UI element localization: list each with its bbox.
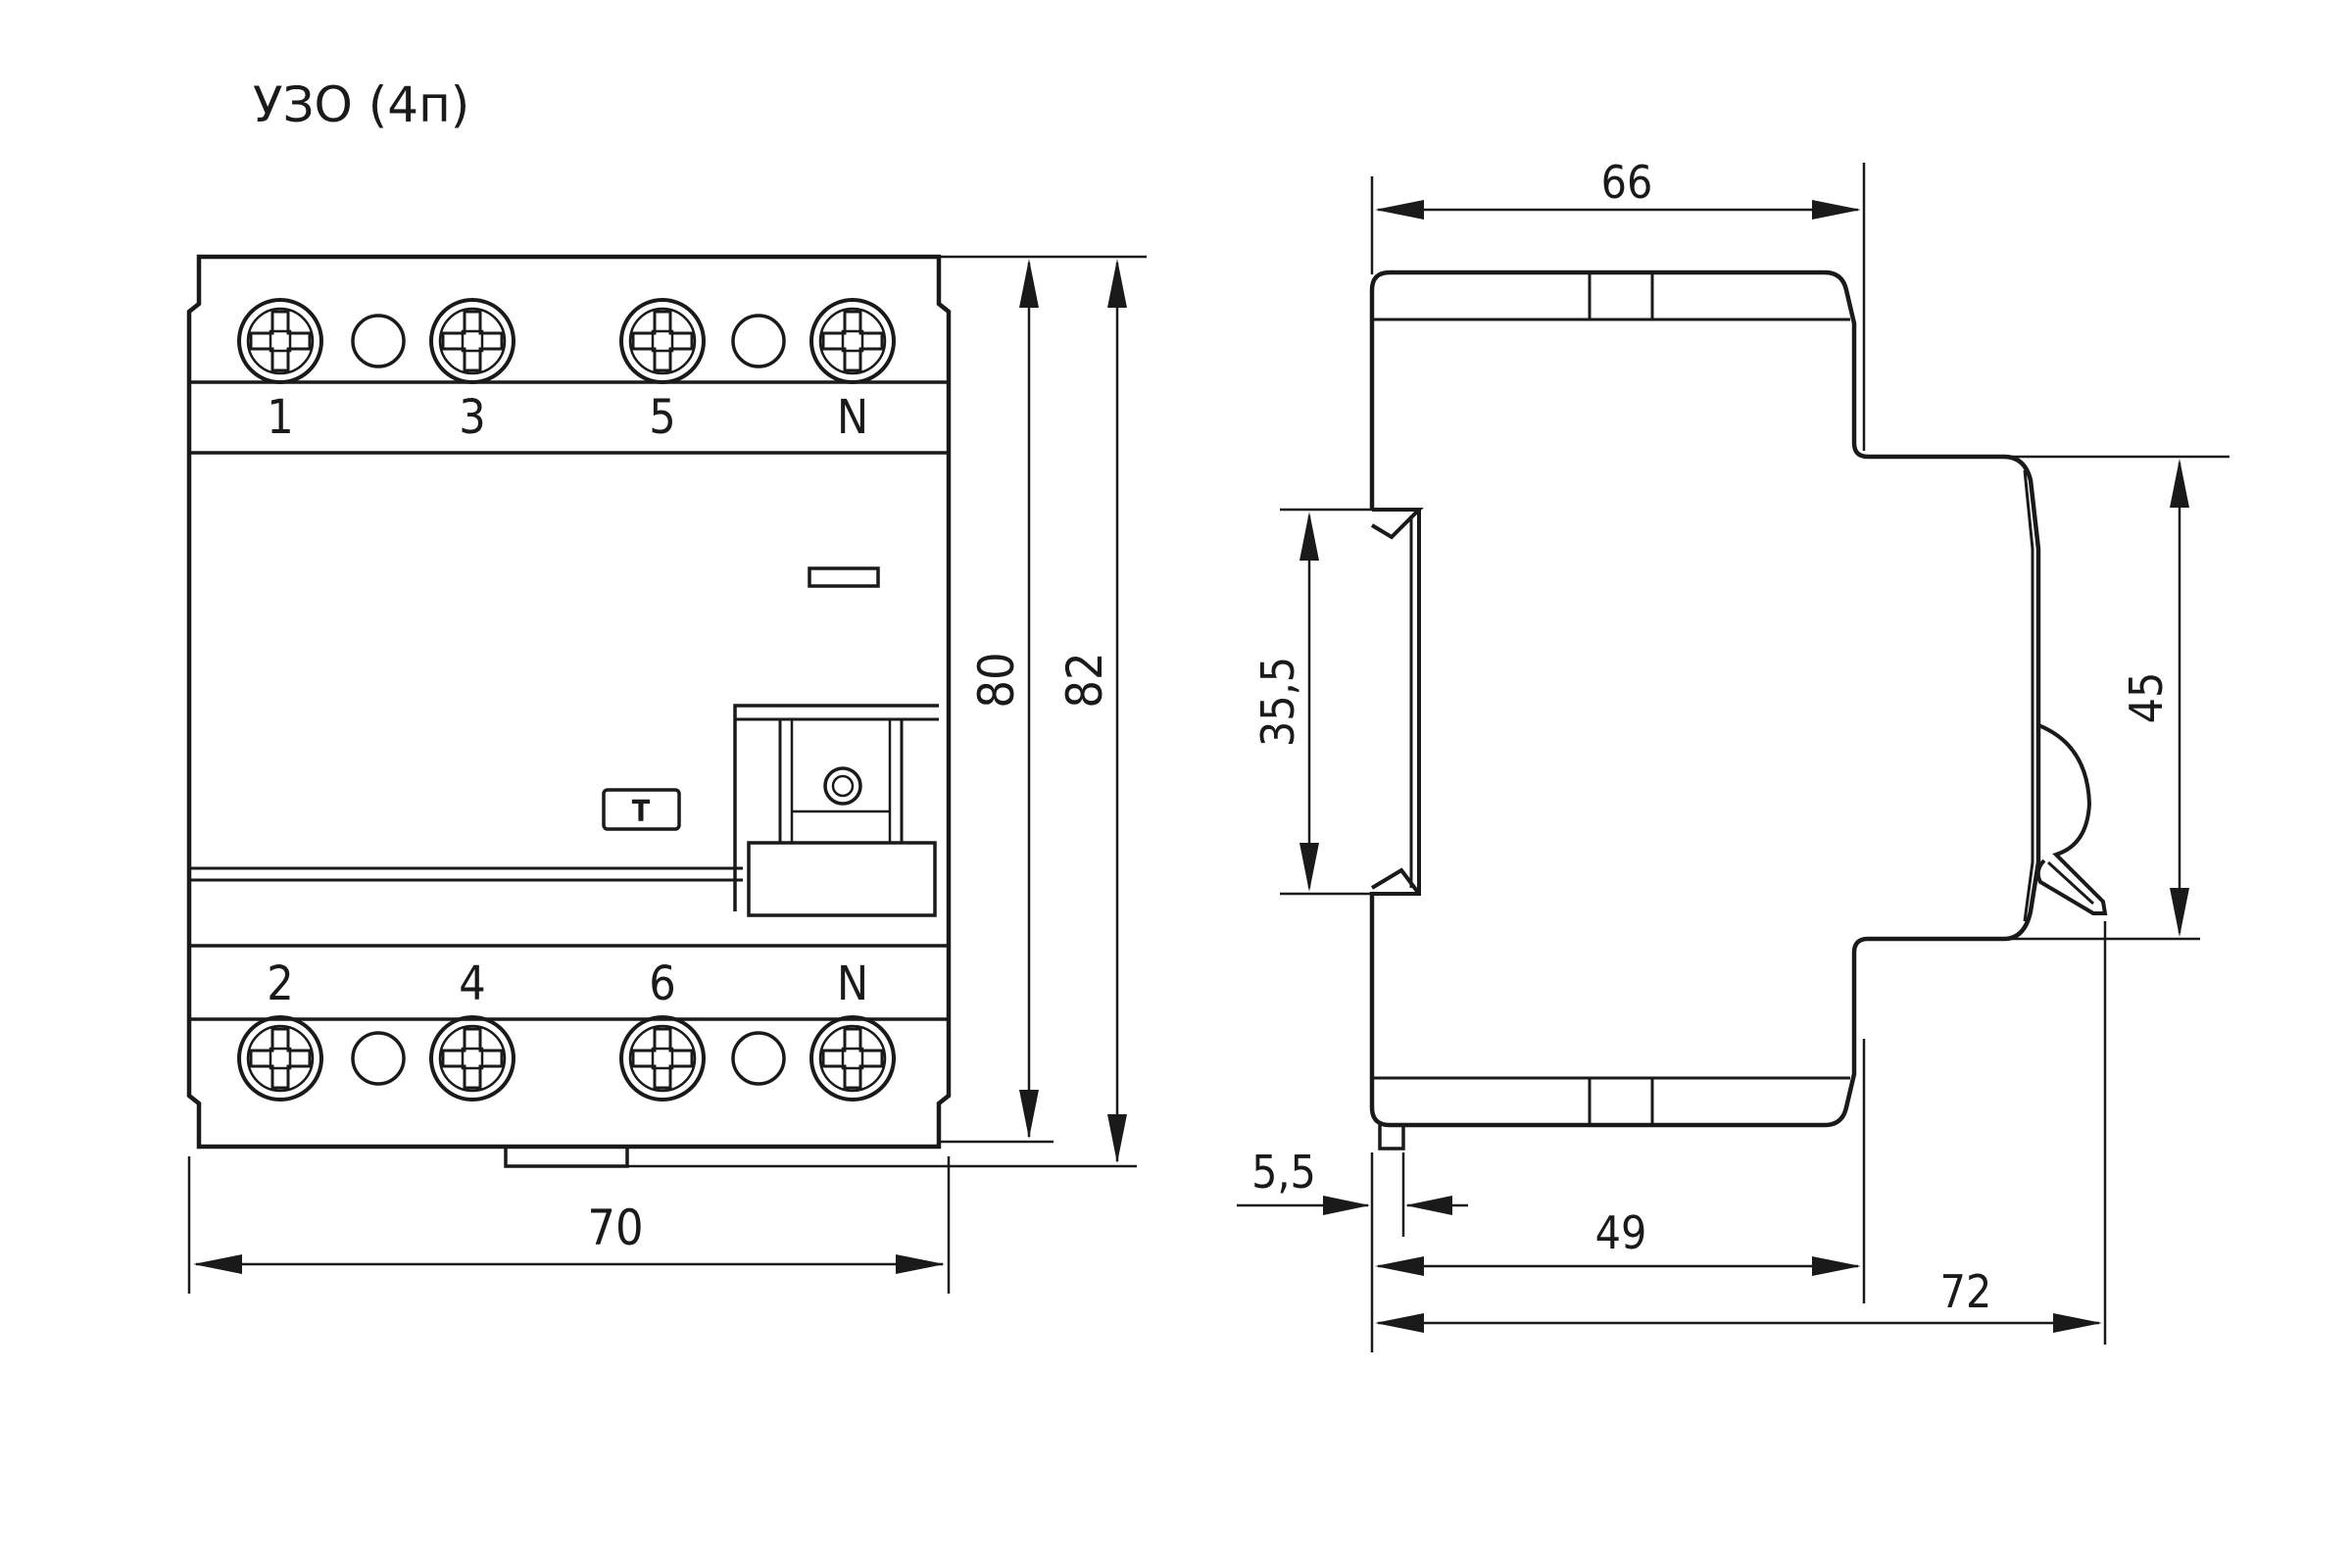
vent-hole-top-2 [731, 314, 786, 368]
dim-label-height-total: 82 [1056, 652, 1113, 708]
test-button [602, 788, 681, 831]
terminal-label-bottom: 2 [267, 956, 293, 1011]
vent-hole-bottom-2 [731, 1031, 786, 1086]
rail-clip-side [1378, 1125, 1405, 1151]
terminal-screw-n-top [809, 298, 896, 384]
terminal-screw-2 [237, 1015, 323, 1102]
dim-label-width: 70 [587, 1200, 643, 1256]
dim-label-rail: 35,5 [1251, 657, 1304, 747]
din-rail-notch [1370, 508, 1424, 896]
dim-label-height-body: 80 [968, 652, 1025, 708]
terminal-screw-5 [619, 298, 706, 384]
side-body-outline [1369, 270, 2041, 1128]
dim-label-top-width: 66 [1601, 156, 1653, 209]
dim-label-front-height: 45 [2120, 672, 2173, 724]
lever-body [778, 717, 904, 845]
vent-hole-top-1 [351, 314, 406, 368]
dim-label-depth-total: 72 [1940, 1265, 1992, 1318]
terminal-label-top: 3 [459, 390, 485, 445]
vent-hole-bottom-1 [351, 1031, 406, 1086]
dim-label-offset: 5,5 [1251, 1146, 1316, 1199]
terminal-label-bottom: 4 [459, 956, 485, 1011]
terminal-screw-4 [429, 1015, 515, 1102]
terminal-label-top: 5 [649, 390, 675, 445]
terminal-screw-1 [237, 298, 323, 384]
rail-clip-front [504, 1147, 629, 1168]
side-view: 66 35,5 45 5,5 [1237, 156, 2230, 1352]
front-view: T 1 [186, 254, 1147, 1294]
terminal-screw-3 [429, 298, 515, 384]
terminal-label-bottom: 6 [649, 956, 675, 1011]
terminal-label-top: N [837, 390, 868, 445]
lever-pivot [823, 766, 862, 806]
side-lever [2035, 723, 2108, 915]
terminal-screw-n-bottom [809, 1015, 896, 1102]
terminal-label-bottom: N [837, 956, 868, 1011]
lever-handle [747, 841, 937, 917]
dim-label-depth-body: 49 [1595, 1206, 1647, 1259]
test-button-label: T [632, 795, 651, 829]
terminal-label-top: 1 [267, 390, 293, 445]
front-body-outline [186, 254, 952, 1150]
lever-housing [733, 704, 939, 911]
drawing-title: УЗО (4п) [253, 76, 470, 133]
terminal-screw-6 [619, 1015, 706, 1102]
indicator-slot [808, 566, 880, 588]
